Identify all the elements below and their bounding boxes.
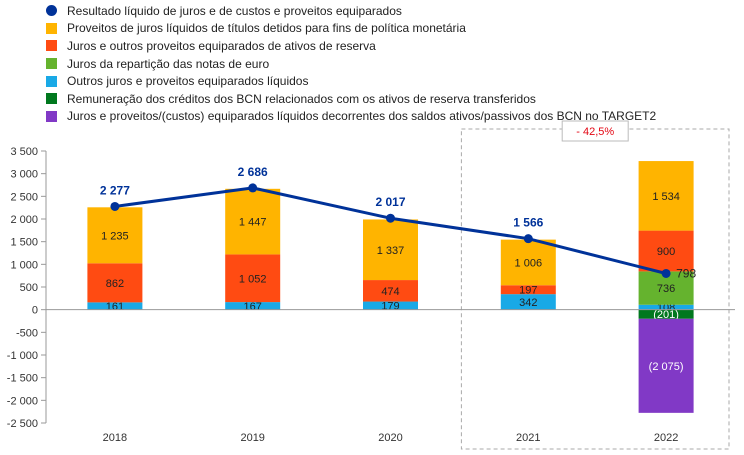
bar-value-label: 1 235 bbox=[101, 230, 129, 242]
legend-swatch bbox=[46, 93, 57, 105]
legend-label: Juros da repartição das notas de euro bbox=[67, 56, 270, 71]
bar-value-label: 1 052 bbox=[239, 273, 267, 285]
legend-item: Juros e proveitos/(custos) equiparados l… bbox=[46, 108, 656, 126]
line-point bbox=[523, 234, 533, 244]
legend-label: Resultado líquido de juros e de custos e… bbox=[67, 3, 402, 18]
bar-segment bbox=[638, 230, 694, 272]
bar-value-label: 862 bbox=[106, 278, 124, 290]
y-tick-label: 3 000 bbox=[10, 169, 38, 181]
legend-label: Remuneração dos créditos dos BCN relacio… bbox=[67, 91, 536, 106]
y-tick-label: -1 000 bbox=[7, 350, 38, 362]
legend-swatch bbox=[46, 40, 57, 52]
bar-segment bbox=[638, 304, 694, 310]
line-point-label: 1 566 bbox=[513, 216, 543, 230]
bar-segment bbox=[638, 309, 694, 319]
bar-segment bbox=[87, 207, 143, 264]
y-tick-label: 500 bbox=[20, 282, 38, 294]
y-tick-label: -2 500 bbox=[7, 418, 38, 430]
bar-segment bbox=[363, 280, 418, 302]
y-tick-label: -1 500 bbox=[7, 373, 38, 385]
legend-item: Juros e outros proveitos equiparados de … bbox=[46, 37, 656, 55]
bar-segment bbox=[500, 239, 556, 286]
legend-label: Juros e outros proveitos equiparados de … bbox=[67, 38, 376, 53]
bar-segment bbox=[225, 254, 281, 303]
bar-segment bbox=[638, 318, 694, 413]
y-tick-label: 3 500 bbox=[10, 146, 38, 158]
bar-segment bbox=[500, 285, 556, 295]
legend-label: Proveitos de juros líquidos de títulos d… bbox=[67, 21, 466, 36]
bar-segment bbox=[87, 263, 143, 303]
bar-value-label: 1 534 bbox=[652, 191, 680, 203]
bar-segment bbox=[87, 302, 143, 310]
legend-label: Juros e proveitos/(custos) equiparados l… bbox=[67, 109, 657, 124]
line-point bbox=[386, 213, 395, 223]
x-tick-label: 2018 bbox=[103, 432, 127, 444]
line-point-label: 2 017 bbox=[375, 195, 405, 209]
bar-value-label: 1 006 bbox=[515, 257, 543, 269]
x-tick-label: 2022 bbox=[654, 432, 678, 444]
line-point-label: 2 277 bbox=[100, 183, 130, 197]
bar-segment bbox=[363, 301, 418, 310]
y-tick-label: 0 bbox=[32, 305, 38, 317]
y-tick-label: 1 500 bbox=[10, 237, 38, 249]
y-tick-label: -500 bbox=[16, 327, 38, 339]
legend: Resultado líquido de juros e de custos e… bbox=[46, 2, 656, 125]
line-point-label: 798 bbox=[676, 266, 696, 280]
bar-segment bbox=[363, 219, 418, 281]
annotation-text: - 42,5% bbox=[576, 126, 614, 138]
legend-dot-marker bbox=[46, 5, 57, 17]
y-tick-label: 2 000 bbox=[10, 214, 38, 226]
bar-value-label: 736 bbox=[657, 283, 675, 295]
bar-value-label: 1 337 bbox=[377, 245, 405, 257]
legend-swatch bbox=[46, 75, 57, 87]
legend-item: Resultado líquido de juros e de custos e… bbox=[46, 2, 656, 20]
annotation-box bbox=[561, 120, 629, 142]
legend-swatch bbox=[46, 22, 57, 34]
bar-value-label: 474 bbox=[381, 286, 399, 298]
x-tick-label: 2021 bbox=[516, 432, 540, 444]
x-tick-label: 2020 bbox=[378, 432, 402, 444]
legend-swatch bbox=[46, 58, 57, 70]
bar-value-label: (2 075) bbox=[649, 361, 684, 373]
bar-segment bbox=[638, 161, 694, 231]
legend-label: Outros juros e proveitos equiparados líq… bbox=[67, 74, 309, 89]
line-point bbox=[661, 268, 671, 278]
y-tick-label: 2 500 bbox=[10, 191, 38, 203]
x-tick-label: 2019 bbox=[240, 432, 264, 444]
line-point-label: 2 686 bbox=[238, 165, 268, 179]
legend-item: Juros da repartição das notas de euro bbox=[46, 55, 656, 73]
bar-segment bbox=[500, 294, 556, 310]
bar-segment bbox=[225, 302, 281, 310]
legend-item: Outros juros e proveitos equiparados líq… bbox=[46, 72, 656, 90]
bar-value-label: 900 bbox=[657, 246, 675, 258]
bar-value-label: 161 bbox=[106, 301, 124, 313]
bar-value-label: 179 bbox=[381, 301, 399, 313]
y-tick-label: -2 000 bbox=[7, 395, 38, 407]
bar-value-label: 197 bbox=[519, 285, 537, 297]
bar-value-label: 167 bbox=[244, 301, 262, 313]
legend-item: Proveitos de juros líquidos de títulos d… bbox=[46, 20, 656, 38]
y-tick-label: 1 000 bbox=[10, 259, 38, 271]
bar-value-label: (201) bbox=[653, 309, 679, 321]
legend-item: Remuneração dos créditos dos BCN relacio… bbox=[46, 90, 656, 108]
line-point bbox=[110, 201, 120, 211]
bar-value-label: 1 447 bbox=[239, 217, 267, 229]
bar-segment bbox=[225, 188, 281, 255]
line-point bbox=[248, 183, 258, 193]
bar-value-label: 342 bbox=[519, 297, 537, 309]
legend-swatch bbox=[46, 110, 57, 122]
